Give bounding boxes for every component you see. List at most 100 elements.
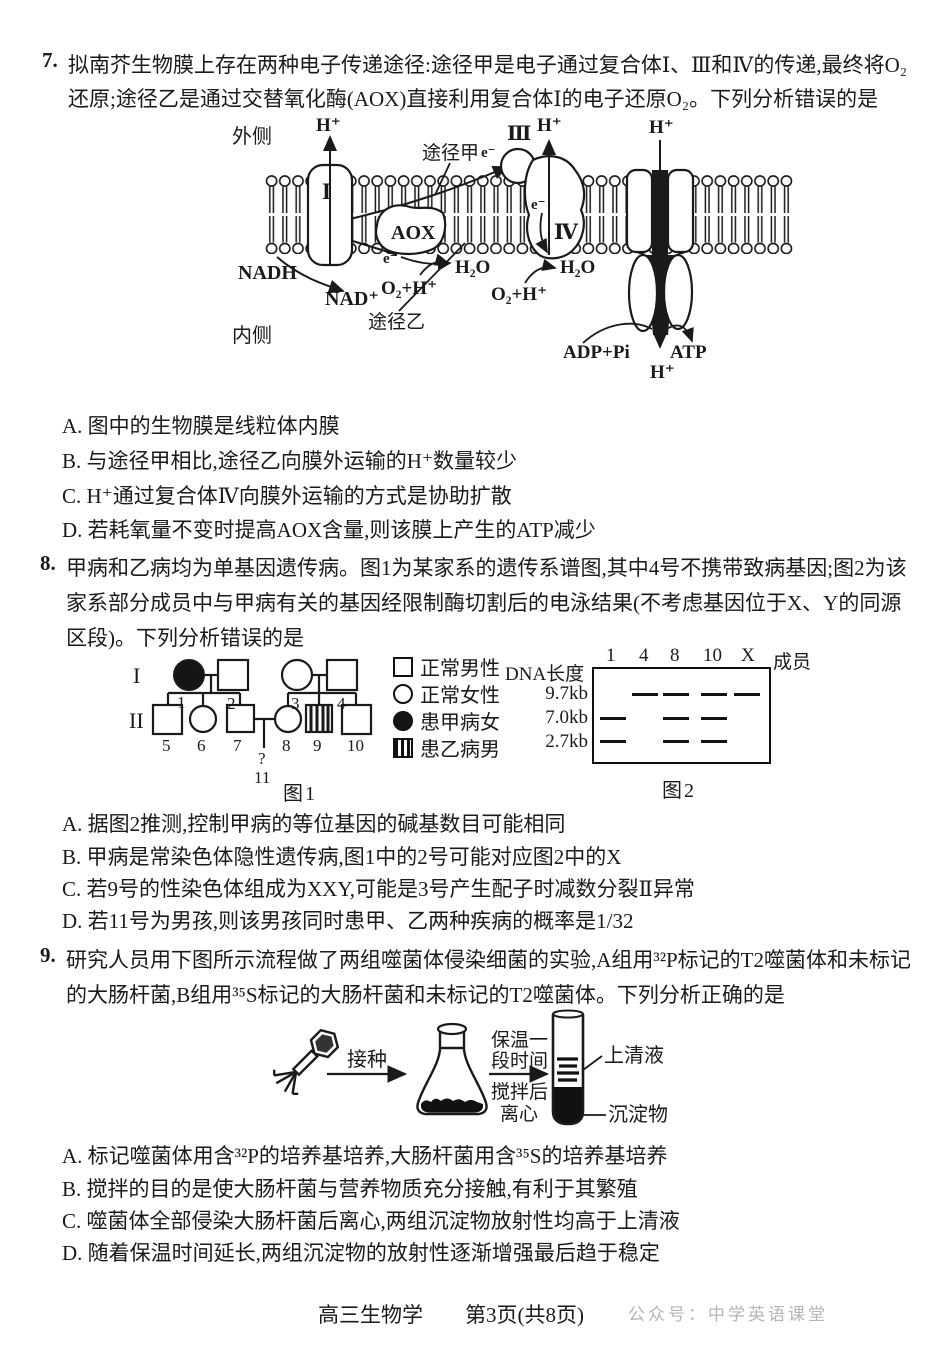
legend-label: 患乙病男 — [420, 739, 500, 761]
complex-3-label: Ⅲ — [507, 123, 531, 145]
gel-lane-4: 4 — [639, 645, 649, 666]
q8-option-a: A. 据图2推测,控制甲病的等位基因的碱基数目可能相同 — [62, 812, 566, 836]
atp-synthase-head-left — [627, 253, 659, 333]
num-1: 1 — [177, 693, 186, 712]
q7-option-a: A. 图中的生物膜是线粒体内膜 — [62, 414, 340, 438]
h2o-label-left: H₂O — [455, 257, 490, 278]
legend-normal-female: 正常女性 — [393, 679, 500, 708]
h-plus-label-2: H⁺ — [537, 115, 562, 136]
complex-4-label: Ⅳ — [554, 220, 579, 244]
nad-label: NAD⁺ — [325, 288, 379, 310]
flask-icon — [416, 1022, 488, 1116]
h2o-label-right: H₂O — [560, 257, 595, 278]
inoculate-label: 接种 — [347, 1048, 387, 1071]
normal-male-icon — [393, 656, 413, 677]
num-7: 7 — [233, 736, 242, 755]
q8-option-d: D. 若11号为男孩,则该男孩同时患甲、乙两种疾病的概率是1/32 — [62, 909, 634, 933]
nadh-label: NADH — [238, 262, 297, 284]
pedigree-ii8-female — [273, 704, 303, 734]
legend-label: 患甲病女 — [420, 712, 500, 734]
atp-synthase-left-subunit — [625, 168, 654, 254]
gel-lane-10: 10 — [703, 645, 722, 666]
pedigree-ii5-male — [151, 703, 184, 736]
q7-option-b: B. 与途径甲相比,途径乙向膜外运输的H⁺数量较少 — [62, 449, 518, 473]
atp-synthase-head-right — [662, 253, 694, 331]
h-plus-label-1: H⁺ — [316, 115, 341, 136]
q8-pedigree-diagram: I II 1 2 3 4 5 6 7 8 9 10 ? 11 图1 — [129, 658, 373, 805]
num-9: 9 — [313, 736, 322, 755]
adp-label: ADP+Pi — [563, 342, 630, 363]
watermark: 公众号：中学英语课堂 — [628, 1305, 828, 1324]
pedigree-ii10-male — [340, 703, 373, 736]
stir-label-2: 离心 — [500, 1103, 538, 1125]
h-plus-label-3: H⁺ — [649, 117, 674, 138]
q9-number: 9. — [40, 943, 56, 967]
q9-experiment-diagram: 接种 保温一 段时间 搅拌后 离心 上清液 沉淀物 — [272, 1009, 668, 1126]
gel-band — [701, 717, 727, 720]
o2h-label-right: O₂+H⁺ — [491, 284, 547, 305]
aox-label: AOX — [391, 222, 436, 244]
complex4-electron-arrow — [535, 212, 548, 254]
gel-band — [600, 717, 626, 720]
complex-4 — [523, 155, 586, 260]
pedigree-ii9-affected-male — [304, 703, 334, 734]
pedigree-i4-male — [325, 658, 359, 692]
page-footer: 高三生物学 第3页(共8页) — [318, 1303, 584, 1327]
gen2-label: II — [129, 708, 144, 733]
aox-enzyme — [374, 204, 447, 255]
legend-label: 正常男性 — [420, 658, 500, 680]
gel-row-7-0kb: 7.0kb — [545, 707, 588, 728]
outer-side-label: 外侧 — [232, 125, 272, 148]
gel-row-2-7kb: 2.7kb — [545, 731, 588, 752]
q7-stem: 拟南芥生物膜上存在两种电子传递途径:途径甲是电子通过复合体Ⅰ、Ⅲ和Ⅳ的传递,最终… — [68, 53, 908, 111]
num-11: 11 — [254, 768, 270, 787]
gel-band — [663, 740, 689, 743]
q8-number: 8. — [40, 551, 56, 575]
nadh-arrow — [276, 256, 345, 294]
gel-band — [701, 693, 727, 696]
complex-1-label: I — [322, 179, 331, 204]
supernatant-label: 上清液 — [604, 1044, 664, 1067]
incubate-label-2: 段时间 — [491, 1050, 548, 1072]
gel-row-9-7kb: 9.7kb — [545, 683, 588, 704]
num-3: 3 — [291, 694, 300, 713]
atp-arrow — [666, 324, 694, 343]
affected-male-icon — [393, 737, 413, 758]
q9-option-a: A. 标记噬菌体用含³²P的培养基培养,大肠杆菌用含³⁵S的培养基培养 — [62, 1144, 668, 1168]
q8-stem: 甲病和乙病均为单基因遗传病。图1为某家系的遗传系谱图,其中4号不携带致病基因;图… — [66, 556, 907, 650]
q8-option-c: C. 若9号的性染色体组成为XXY,可能是3号产生配子时减数分裂Ⅱ异常 — [62, 877, 695, 901]
q9-option-d: D. 随着保温时间延长,两组沉淀物的放射性逐渐增强最后趋于稳定 — [62, 1241, 660, 1265]
o2-arrow-right — [524, 258, 557, 284]
gel-band — [734, 693, 760, 696]
q7-number: 7. — [42, 48, 58, 72]
q9-option-c: C. 噬菌体全部侵染大肠杆菌后离心,两组沉淀物放射性均高于上清液 — [62, 1209, 680, 1233]
legend-label: 正常女性 — [420, 685, 500, 707]
pedigree-ii7-male — [225, 703, 256, 734]
num-6: 6 — [197, 736, 206, 755]
num-5: 5 — [162, 736, 171, 755]
atp-synthase-right-subunit — [666, 168, 695, 254]
legend-normal-male: 正常男性 — [393, 652, 500, 681]
gel-box — [592, 667, 771, 764]
pedigree-i1-affected-female — [173, 659, 205, 691]
phage-icon — [272, 1028, 340, 1096]
fig2-label: 图2 — [662, 780, 696, 802]
q9-stem: 研究人员用下图所示流程做了两组噬菌体侵染细菌的实验,A组用³²P标记的T2噬菌体… — [66, 948, 912, 1007]
sediment-label: 沉淀物 — [608, 1103, 668, 1126]
gel-band — [600, 740, 626, 743]
gel-lane-axis-label: 成员 — [773, 652, 812, 673]
inner-side-label: 内侧 — [232, 324, 272, 347]
gel-lane-8: 8 — [670, 645, 680, 666]
q8-option-b: B. 甲病是常染色体隐性遗传病,图1中的2号可能对应图2中的X — [62, 845, 622, 869]
test-tube-icon — [551, 1009, 585, 1126]
supernatant-pointer — [582, 1055, 603, 1071]
q7-option-c: C. H⁺通过复合体Ⅳ向膜外运输的方式是协助扩散 — [62, 484, 512, 508]
normal-female-icon — [393, 683, 413, 704]
o2-arrow-left — [419, 253, 450, 276]
electron-label-c: e⁻ — [383, 251, 398, 267]
q7-option-d: D. 若耗氧量不变时提高AOX含量,则该膜上产生的ATP减少 — [62, 518, 596, 542]
gel-lane-1: 1 — [606, 645, 616, 666]
electron-label-a: e⁻ — [481, 145, 496, 161]
num-2: 2 — [227, 694, 236, 713]
gel-y-axis-label: DNA长度 — [505, 664, 585, 685]
